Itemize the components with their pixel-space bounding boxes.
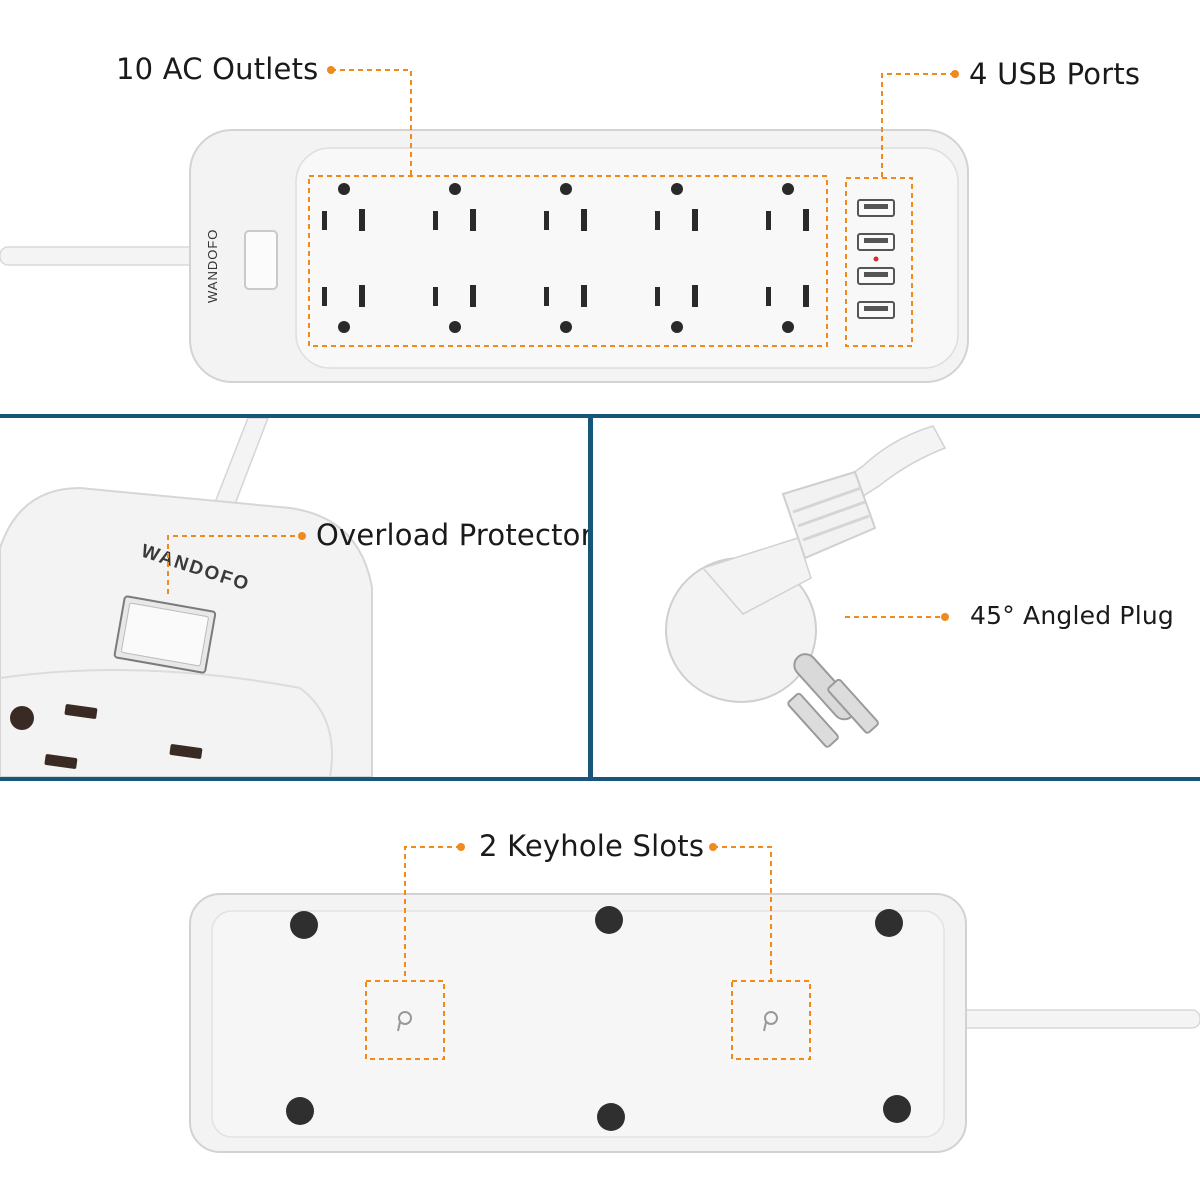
rubber-foot — [883, 1095, 911, 1123]
strain-relief — [781, 470, 877, 560]
overload-panel: WANDOFO Overload Protector — [0, 418, 588, 777]
frame-bottom-line — [0, 777, 1200, 781]
ac-outlet — [322, 285, 365, 333]
angled-plug-closeup — [665, 425, 949, 748]
rubber-foot — [597, 1103, 625, 1131]
callout-dot — [298, 532, 306, 540]
plug-panel: 45° Angled Plug — [593, 418, 1200, 777]
back-panel — [211, 910, 945, 1138]
overload-protector-label: Overload Protector — [316, 518, 588, 552]
frame-top-line — [0, 414, 1200, 418]
rubber-foot — [290, 911, 318, 939]
ac-outlet — [544, 183, 587, 231]
frame-divider — [588, 414, 593, 781]
keyhole-slot — [397, 1011, 412, 1032]
ac-outlet — [433, 285, 476, 333]
plug-neck — [701, 537, 812, 615]
power-strip-front: WANDOFO — [0, 66, 969, 383]
flat-prong — [787, 692, 839, 748]
callout-dot — [941, 613, 949, 621]
ac-outlet — [655, 183, 698, 231]
bottom-panel: 2 Keyhole Slots — [0, 781, 1200, 1200]
leader-keyhole-right — [713, 846, 772, 981]
plug-prongs — [787, 653, 879, 748]
rubber-foot — [286, 1097, 314, 1125]
power-cord — [0, 246, 206, 266]
top-panel: WANDOFO 10 AC Outlets 4 USB Ports — [0, 0, 1200, 410]
usb-port — [857, 199, 895, 217]
indicator-light — [873, 256, 879, 262]
power-cord — [949, 1009, 1200, 1029]
leader-overload — [167, 535, 302, 594]
rubber-feet — [286, 906, 911, 1131]
ac-outlets-label: 10 AC Outlets — [116, 52, 319, 86]
outlet-slot — [169, 744, 203, 759]
overload-switch — [113, 595, 217, 674]
ac-outlet — [544, 285, 587, 333]
ac-outlet — [766, 285, 809, 333]
rubber-foot — [875, 909, 903, 937]
ac-outlet — [655, 285, 698, 333]
keyhole-slots-label: 2 Keyhole Slots — [479, 829, 705, 863]
body-edge — [0, 669, 333, 777]
usb-port — [857, 301, 895, 319]
leader-usb-ports — [881, 73, 955, 178]
outlet-slot — [44, 754, 78, 769]
power-strip-back — [189, 843, 1200, 1153]
usb-port — [857, 267, 895, 285]
usb-port — [857, 233, 895, 251]
leader-keyhole-left — [404, 846, 461, 981]
ac-outlet — [766, 183, 809, 231]
outlet-panel — [295, 147, 959, 369]
usb-ports-label: 4 USB Ports — [969, 57, 1141, 91]
ac-outlet — [433, 183, 476, 231]
keyhole-slot — [763, 1011, 778, 1032]
ground-hole — [10, 706, 34, 730]
ac-outlets-highlight — [308, 175, 828, 347]
angled-plug-label: 45° Angled Plug — [970, 601, 1174, 630]
outlet-slot — [64, 704, 98, 719]
overload-closeup: WANDOFO — [0, 418, 373, 777]
ac-outlets-group — [322, 183, 809, 333]
ac-outlet — [322, 183, 365, 231]
flat-prong — [827, 678, 879, 734]
usb-ports-group — [857, 199, 895, 319]
rubber-foot — [595, 906, 623, 934]
brand-logo: WANDOFO — [205, 229, 220, 303]
power-switch — [244, 230, 278, 290]
